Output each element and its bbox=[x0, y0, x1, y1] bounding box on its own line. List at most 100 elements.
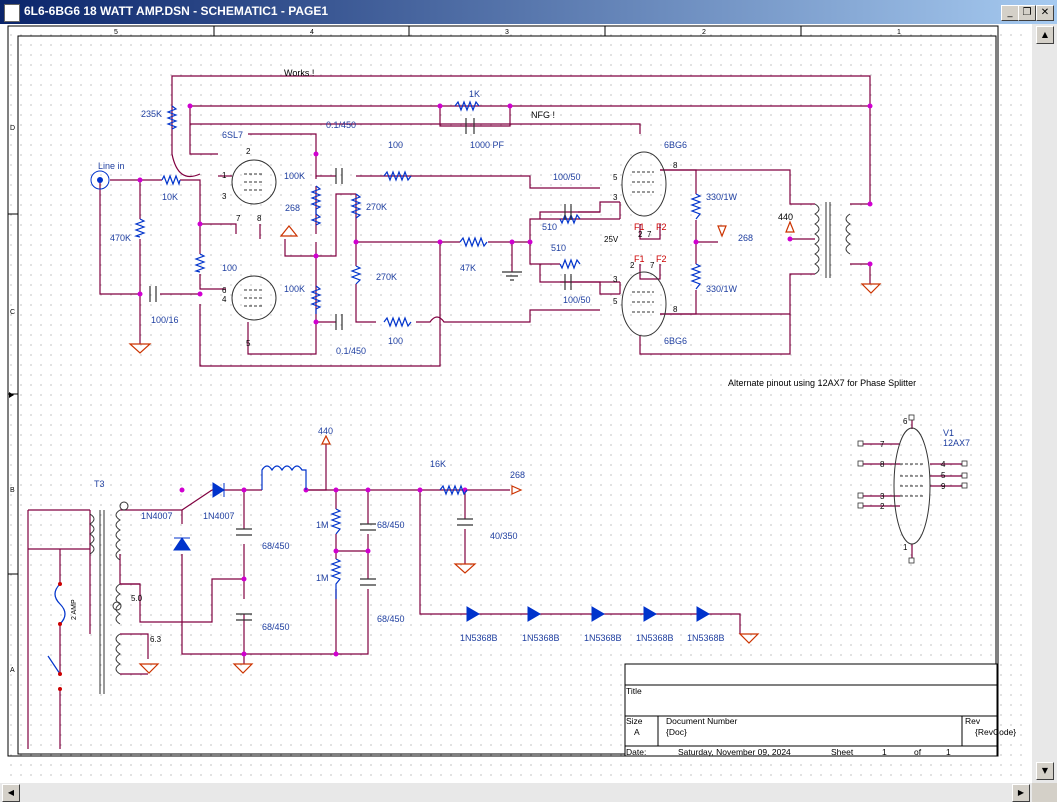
capacitor-68-b[interactable] bbox=[236, 613, 252, 621]
resistor-16k[interactable] bbox=[439, 484, 468, 496]
capacitor-68-c[interactable] bbox=[360, 523, 376, 531]
scroll-right-icon[interactable]: ▶ bbox=[1012, 784, 1030, 802]
pin-number: 3 bbox=[613, 193, 618, 202]
fuse-2amp[interactable] bbox=[54, 583, 66, 625]
ground-icon bbox=[128, 343, 152, 354]
column-label: 1 bbox=[897, 29, 901, 36]
restore-button[interactable]: ❐ bbox=[1018, 5, 1036, 21]
part-value: 100K bbox=[284, 171, 305, 181]
resistor-270k-top[interactable] bbox=[350, 193, 362, 219]
resistor-10k[interactable] bbox=[161, 174, 181, 187]
power-arrow-icon bbox=[785, 220, 795, 233]
capacitor-100-16[interactable] bbox=[149, 286, 157, 302]
diode-1n4007-a[interactable] bbox=[173, 537, 191, 551]
schematic-canvas[interactable]: 5 4 3 2 1 D C B A bbox=[0, 24, 1032, 783]
line-in-jack-icon[interactable] bbox=[90, 170, 110, 190]
zener-diode[interactable] bbox=[591, 606, 605, 622]
title-block-docnum-value: {Doc} bbox=[666, 727, 687, 737]
title-block[interactable] bbox=[624, 663, 998, 757]
resistor-330-top[interactable] bbox=[690, 193, 702, 220]
part-value: 1000 PF bbox=[470, 140, 505, 150]
zener-diode[interactable] bbox=[643, 606, 657, 622]
pin-number: 9 bbox=[941, 482, 946, 491]
resistor-270k-bot[interactable] bbox=[350, 265, 362, 285]
column-label: 4 bbox=[310, 29, 314, 36]
zener-label: 1N5368B bbox=[522, 633, 560, 643]
resistor-47k[interactable] bbox=[459, 236, 488, 248]
capacitor-100-50-bot[interactable] bbox=[564, 274, 572, 290]
part-value: 68/450 bbox=[262, 622, 290, 632]
scroll-corner bbox=[1032, 783, 1057, 802]
part-value: 0.1/450 bbox=[326, 120, 356, 130]
capacitor-40-350[interactable] bbox=[457, 518, 473, 526]
part-ref: T3 bbox=[94, 479, 105, 489]
switch[interactable] bbox=[47, 655, 61, 675]
capacitor-01-bot[interactable] bbox=[335, 314, 343, 330]
power-arrow-icon bbox=[717, 225, 727, 238]
row-label: A bbox=[10, 667, 15, 674]
resistor-100k-bot[interactable] bbox=[310, 285, 322, 314]
power-arrow-icon bbox=[279, 225, 299, 237]
close-button[interactable]: ✕ bbox=[1036, 5, 1054, 21]
resistor-100k-top[interactable] bbox=[310, 185, 322, 226]
capacitor-100-50-top[interactable] bbox=[564, 204, 572, 220]
scroll-down-icon[interactable]: ▼ bbox=[1036, 762, 1054, 780]
tube-6bg6-bot-icon[interactable] bbox=[621, 271, 667, 337]
resistor-100-top[interactable] bbox=[383, 170, 412, 182]
line-in-jack-center bbox=[97, 177, 103, 183]
pin-number: 5 bbox=[613, 173, 618, 182]
pin-number: 3 bbox=[613, 275, 618, 284]
tube-12ax7-icon[interactable] bbox=[893, 427, 931, 545]
pin-label: F1 bbox=[634, 222, 645, 232]
resistor-100-grid[interactable] bbox=[193, 253, 206, 273]
zener-diode[interactable] bbox=[696, 606, 710, 622]
resistor-330-bot[interactable] bbox=[690, 263, 702, 290]
title-block-docnum-label: Document Number bbox=[666, 716, 738, 726]
zener-diode[interactable] bbox=[527, 606, 541, 622]
scroll-left-icon[interactable]: ◀ bbox=[2, 784, 20, 802]
capacitor-68-d[interactable] bbox=[360, 578, 376, 586]
inductor-choke[interactable] bbox=[261, 465, 307, 490]
horizontal-scrollbar[interactable]: ◀ ▶ bbox=[0, 783, 1032, 802]
pin-number: 1 bbox=[903, 543, 908, 552]
zener-diode[interactable] bbox=[466, 606, 480, 622]
title-block-size-value: A bbox=[634, 727, 640, 737]
scroll-up-icon[interactable]: ▲ bbox=[1036, 26, 1054, 44]
note-nfg: NFG ! bbox=[531, 110, 555, 120]
voltage-label: 5.0 bbox=[131, 594, 143, 603]
power-arrow-icon bbox=[321, 434, 331, 445]
minimize-button[interactable]: _ bbox=[1001, 5, 1019, 21]
fuse-label: 2 AMP bbox=[71, 599, 78, 620]
pin-number: 2 bbox=[638, 230, 643, 239]
resistor-100-bot[interactable] bbox=[383, 316, 412, 328]
resistor-235k[interactable] bbox=[166, 105, 178, 130]
capacitor-1000pf[interactable] bbox=[440, 118, 475, 134]
resistor-1k[interactable] bbox=[454, 100, 480, 112]
power-transformer-t3-icon[interactable] bbox=[89, 501, 129, 694]
part-value: 270K bbox=[376, 272, 397, 282]
output-transformer-icon[interactable] bbox=[814, 202, 851, 278]
resistor-1m-a[interactable] bbox=[330, 508, 342, 535]
resistor-470k[interactable] bbox=[133, 218, 146, 238]
junction-dots bbox=[137, 103, 873, 657]
row-label: D bbox=[10, 125, 15, 132]
resistor-1m-b[interactable] bbox=[330, 558, 342, 599]
part-value: 47K bbox=[460, 263, 476, 273]
pin-number: 3 bbox=[222, 192, 227, 201]
resistor-510-bot[interactable] bbox=[559, 258, 581, 270]
sheet-border bbox=[7, 25, 999, 757]
schematic-drawing: 5 4 3 2 1 D C B A bbox=[0, 24, 1032, 783]
title-block-date-value: Saturday, November 09, 2024 bbox=[678, 747, 791, 757]
tube-6sl7-icon[interactable] bbox=[231, 159, 277, 321]
resistor-510-top[interactable] bbox=[559, 213, 581, 225]
zener-label: 1N5368B bbox=[584, 633, 622, 643]
diode-1n4007-b[interactable] bbox=[212, 482, 225, 498]
vertical-scrollbar[interactable]: ▲ ▼ bbox=[1032, 24, 1057, 783]
part-value: 330/1W bbox=[706, 284, 738, 294]
tube-6bg6-top-icon[interactable] bbox=[621, 151, 667, 217]
part-value: 1N4007 bbox=[141, 511, 173, 521]
capacitor-01-top[interactable] bbox=[335, 168, 343, 184]
part-value: 1N4007 bbox=[203, 511, 235, 521]
capacitor-68-a[interactable] bbox=[236, 528, 252, 536]
part-value: 100/16 bbox=[151, 315, 179, 325]
